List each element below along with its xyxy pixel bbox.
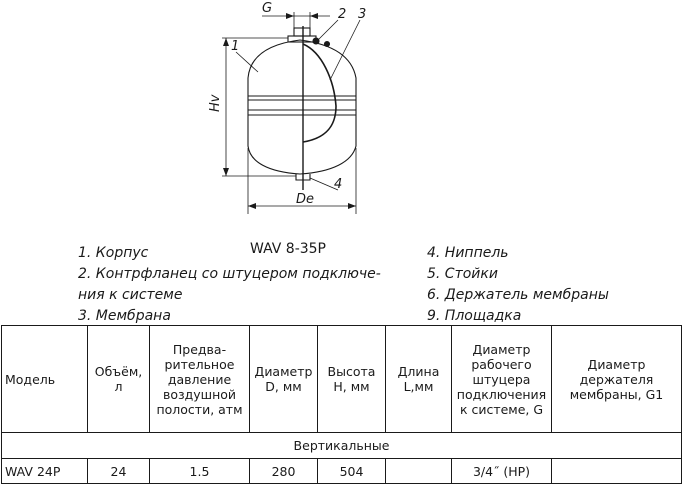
col-header-height: Высота H, мм <box>317 325 386 433</box>
legend-item: 1. Корпус <box>78 245 149 261</box>
legend-item: 2. Контрфланец со штуцером подключе- <box>78 266 381 282</box>
col-header-length: Длина L,мм <box>385 325 452 433</box>
legend-right: 4. Ниппель 5. Стойки 6. Держатель мембра… <box>427 243 609 327</box>
label-1: 1 <box>231 39 239 54</box>
legend-item: 3. Мембрана <box>78 308 171 324</box>
col-header-holder: Диаметр держателя мембраны, G1 <box>551 325 682 433</box>
col-header-model: Модель <box>1 325 88 433</box>
table-group-row: Вертикальные <box>1 432 682 459</box>
table-cell: 3/4˝ (НР) <box>451 458 552 484</box>
table-cell: 504 <box>317 458 386 484</box>
table-cell: 1.5 <box>149 458 250 484</box>
group-label: Вертикальные <box>1 432 682 459</box>
legend-item: 5. Стойки <box>427 266 498 282</box>
legend-item: 4. Ниппель <box>427 245 509 261</box>
model-title: WAV 8-35P <box>250 241 327 257</box>
table-cell <box>551 458 682 484</box>
table-header-row: Модель Объём, л Предва-ритель­ное давлен… <box>1 325 682 433</box>
col-header-diameter: Диаметр D, мм <box>249 325 318 433</box>
legend-item: 6. Держатель мембраны <box>427 287 609 303</box>
label-g: G <box>262 1 272 16</box>
table-row: WAV 24P 24 1.5 280 504 3/4˝ (НР) <box>1 458 682 484</box>
spec-table: Модель Объём, л Предва-ритель­ное давлен… <box>1 325 682 484</box>
label-de: De <box>296 192 314 207</box>
table-cell: WAV 24P <box>1 458 88 484</box>
tank-drawing: G 2 3 1 4 De Hv <box>208 1 366 214</box>
col-header-volume: Объём, л <box>87 325 150 433</box>
label-4: 4 <box>334 177 342 192</box>
col-header-fitting: Диаметр рабочего штуцера подключения к с… <box>451 325 552 433</box>
legend-item: 9. Площадка <box>427 308 522 324</box>
label-3: 3 <box>358 7 366 22</box>
label-2: 2 <box>338 7 346 22</box>
legend-left: 1. Корпус 2. Контрфланец со штуцером под… <box>78 243 381 327</box>
table-cell: 24 <box>87 458 150 484</box>
table-cell <box>385 458 452 484</box>
table-cell: 280 <box>249 458 318 484</box>
label-hv: Hv <box>208 94 223 112</box>
legend-item: ния к системе <box>78 287 183 303</box>
col-header-pressure: Предва-ритель­ное давление воздушной пол… <box>149 325 250 433</box>
